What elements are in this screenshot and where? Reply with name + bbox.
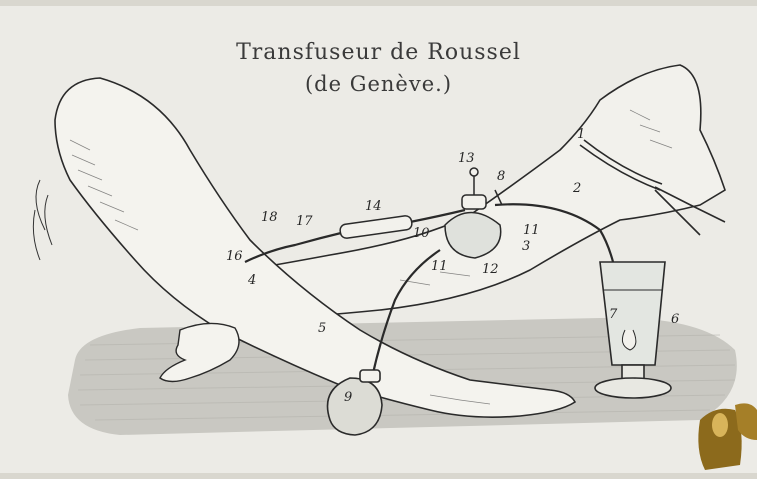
label-7: 7 [609, 308, 617, 321]
label-13: 13 [458, 152, 475, 165]
label-3: 3 [522, 240, 530, 253]
figure-subtitle: (de Genève.) [0, 72, 757, 96]
label-5: 5 [318, 322, 326, 335]
label-4: 4 [248, 274, 256, 287]
label-11b: 11 [523, 224, 540, 237]
label-18: 18 [261, 211, 278, 224]
label-10: 10 [413, 227, 430, 240]
label-16: 16 [226, 250, 243, 263]
label-12: 12 [482, 263, 499, 276]
label-1: 1 [577, 128, 585, 141]
label-6: 6 [671, 313, 679, 326]
label-9: 9 [344, 391, 352, 404]
label-14: 14 [365, 200, 382, 213]
label-11a: 11 [431, 260, 448, 273]
label-2: 2 [573, 182, 581, 195]
label-8: 8 [497, 170, 505, 183]
figure-title: Transfuseur de Roussel [0, 40, 757, 65]
label-17: 17 [296, 215, 313, 228]
